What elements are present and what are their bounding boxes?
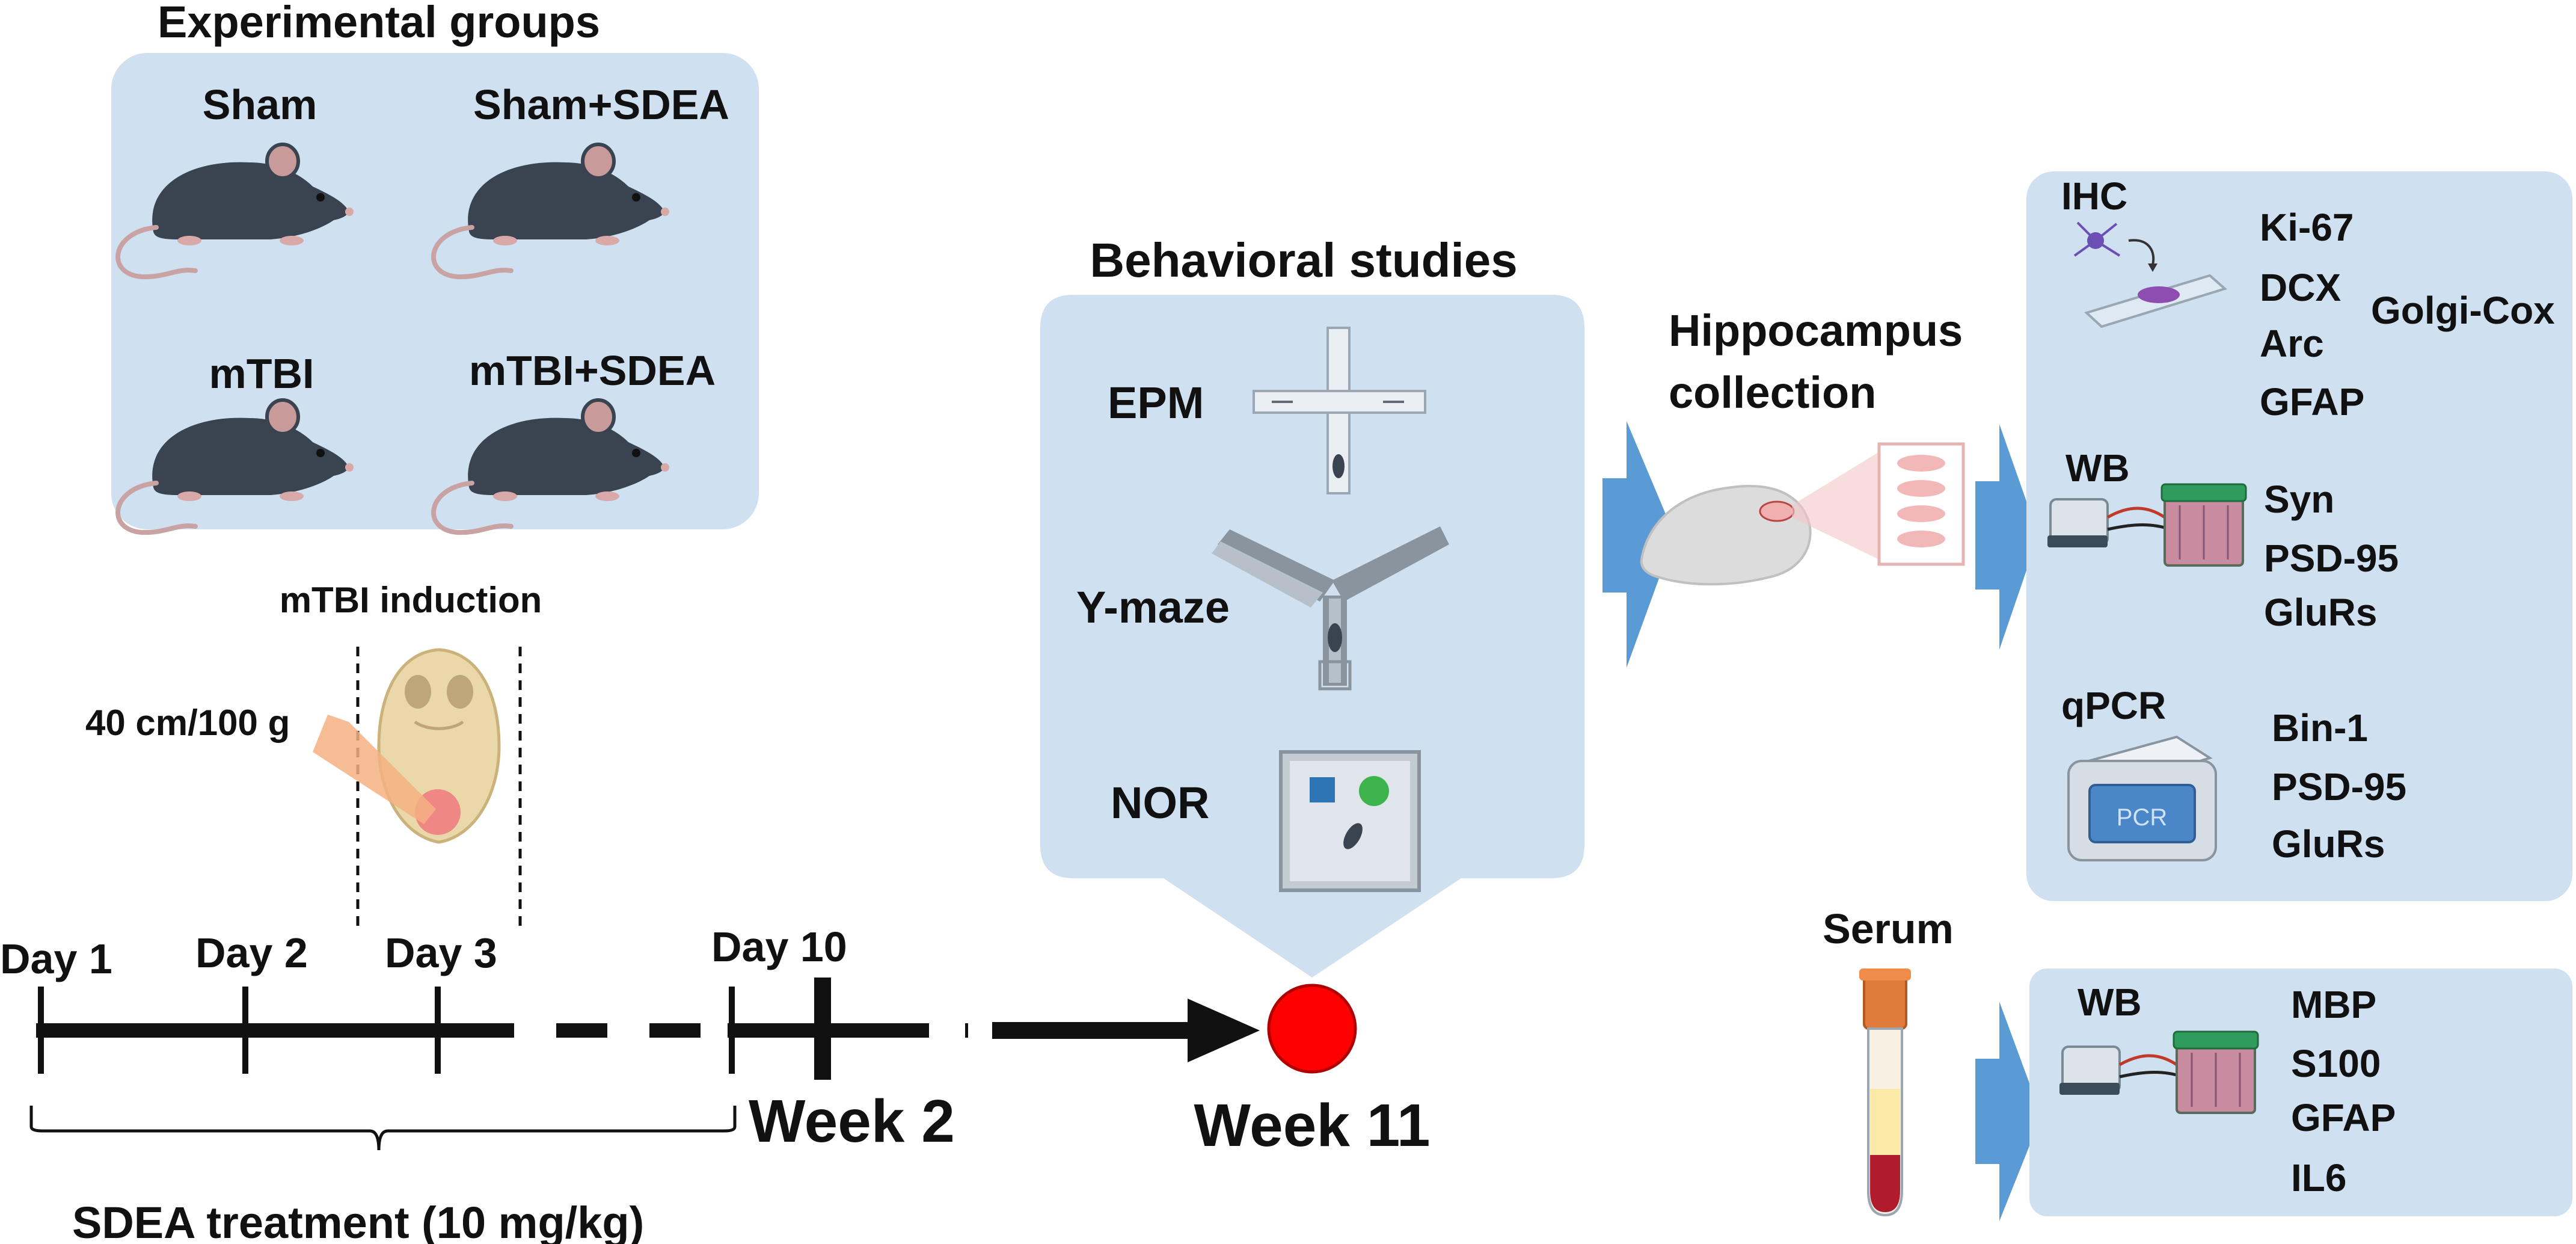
tick-week-2 xyxy=(814,978,831,1080)
pcr-machine-icon: PCR xyxy=(2067,735,2217,861)
hippocampus-collection: Hippocampus collection xyxy=(1640,306,1965,586)
pcr-screen-text: PCR xyxy=(2117,804,2167,831)
hippocampus-label-line2: collection xyxy=(1669,368,1876,417)
serum-marker-mbp: MBP xyxy=(2291,983,2376,1026)
qpcr-marker-bin1: Bin-1 xyxy=(2272,706,2368,750)
behavioral-title: Behavioral studies xyxy=(1090,233,1517,287)
day-1-label: Day 1 xyxy=(0,935,112,982)
week-2-label: Week 2 xyxy=(749,1088,955,1155)
day-10-label: Day 10 xyxy=(711,923,847,970)
test-label-y-maze: Y-maze xyxy=(1076,582,1230,632)
behavioral-callout xyxy=(1040,295,1584,978)
wb-marker-psd95: PSD-95 xyxy=(2264,537,2399,580)
serum-assays-box xyxy=(2029,968,2572,1216)
serum-title: Serum xyxy=(1823,905,1954,952)
arrow-to-serum-assays xyxy=(1975,1002,2041,1221)
serum-section: Serum WB MBP S100 GFAP IL6 xyxy=(1823,905,2572,1221)
weight-drop-label: 40 cm/100 g xyxy=(85,703,290,743)
test-label-nor: NOR xyxy=(1111,778,1209,828)
group-label-mtbi: mTBI xyxy=(209,350,314,397)
treatment-label: SDEA treatment (10 mg/kg) xyxy=(72,1198,644,1244)
week-11-endpoint xyxy=(1267,984,1357,1074)
ihc-slide-icon xyxy=(2073,221,2228,328)
weight-drop-cone xyxy=(313,715,436,824)
induction-title: mTBI induction xyxy=(280,580,542,620)
blood-tube-icon xyxy=(1859,968,1911,1217)
wb-label-hippocampus: WB xyxy=(2065,446,2130,490)
group-label-sham-sdea: Sham+SDEA xyxy=(473,81,729,128)
mtbi-induction: mTBI induction 40 cm/100 g xyxy=(85,580,542,929)
arrow-to-hippocampus xyxy=(1602,421,1675,668)
group-label-sham: Sham xyxy=(203,81,317,128)
nor-arena-icon xyxy=(1279,750,1421,892)
treatment-brace xyxy=(29,1106,737,1151)
wb-label-serum: WB xyxy=(2078,981,2142,1024)
arrow-to-hippocampus-assays xyxy=(1975,424,2038,650)
ihc-golgi-cox: Golgi-Cox xyxy=(2371,289,2555,332)
hippocampus-label-line1: Hippocampus xyxy=(1669,306,1963,356)
wb-marker-syn: Syn xyxy=(2264,478,2334,521)
epm-maze-icon xyxy=(1253,327,1426,494)
hippocampus-assays-panel: IHC Ki-67 DCX Arc GFAP Golgi-Cox WB Syn … xyxy=(2026,171,2572,901)
qpcr-label: qPCR xyxy=(2061,684,2166,727)
wb-marker-glurs: GluRs xyxy=(2264,591,2377,634)
serum-marker-s100: S100 xyxy=(2291,1042,2381,1085)
group-label-mtbi-sdea: mTBI+SDEA xyxy=(469,347,716,394)
ihc-marker-gfap: GFAP xyxy=(2260,380,2364,423)
y-maze-icon xyxy=(1212,526,1449,691)
experimental-groups-title: Experimental groups xyxy=(158,0,600,47)
ihc-marker-ki67: Ki-67 xyxy=(2260,206,2354,249)
behavioral-studies: Behavioral studies EPM Y-maze NOR xyxy=(1040,233,1584,978)
serum-marker-gfap: GFAP xyxy=(2291,1096,2396,1139)
skull-icon xyxy=(377,648,501,844)
rat-brain-icon xyxy=(1640,442,1965,586)
hippocampus-assays-box xyxy=(2026,171,2572,901)
serum-marker-il6: IL6 xyxy=(2291,1156,2346,1199)
ihc-marker-dcx: DCX xyxy=(2260,266,2341,309)
timeline: Day 1 Day 2 Day 3 Day 10 Week 2 Week 11 … xyxy=(0,923,1430,1244)
week-11-label: Week 11 xyxy=(1194,1092,1431,1159)
ihc-marker-arc: Arc xyxy=(2260,322,2324,365)
timeline-arrowhead xyxy=(1188,999,1260,1062)
ihc-label: IHC xyxy=(2061,174,2127,218)
qpcr-marker-glurs: GluRs xyxy=(2272,822,2385,866)
test-label-epm: EPM xyxy=(1108,378,1204,428)
experimental-groups-panel: Experimental groups Sham Sham+SDEA mTBI … xyxy=(111,0,759,532)
day-3-label: Day 3 xyxy=(385,929,497,976)
day-2-label: Day 2 xyxy=(195,929,308,976)
qpcr-marker-psd95: PSD-95 xyxy=(2272,765,2406,808)
